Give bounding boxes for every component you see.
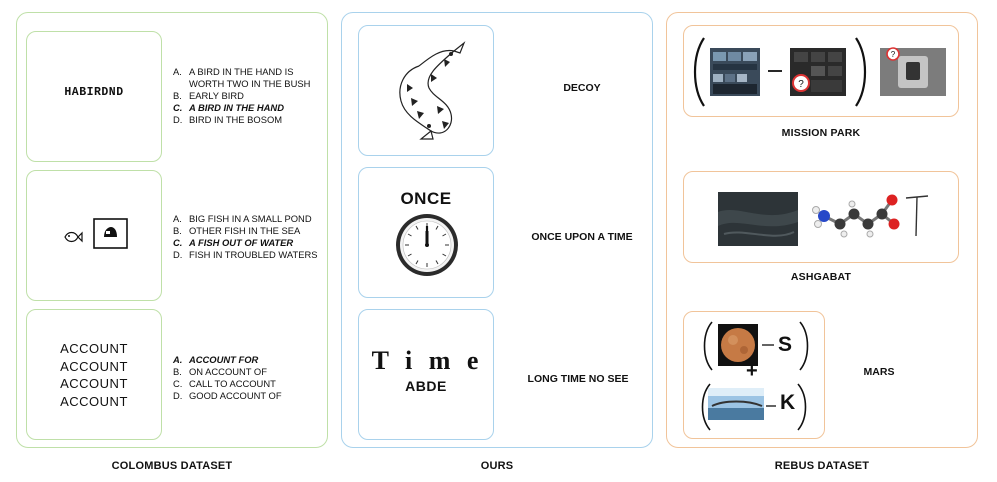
rebus-letter-s: S [778,333,793,356]
left-paren [694,37,705,107]
fish-icon [64,231,83,243]
gaba-molecule [812,194,900,238]
option-a-correct: A.ACCOUNT FOR [173,354,259,365]
account-stack: ACCOUNT ACCOUNT ACCOUNT ACCOUNT [27,340,161,410]
rebus-letter-k: K [780,391,796,414]
koi-fish-illustration [399,41,466,140]
mars-image [701,321,809,431]
ashgabat-image [718,192,929,246]
rebus-puzzle-card-3: S + K [683,311,825,439]
option-d: D.GOOD ACCOUNT OF [173,390,282,401]
account-line-2: ACCOUNT [60,358,128,374]
caption-ours: OURS [480,460,514,472]
option-a: A.BIG FISH IN A SMALL POND [173,213,312,224]
option-d: D.BIRD IN THE BOSOM [173,114,283,125]
puzzle-word-time: T i m e [371,346,481,375]
svg-text:?: ? [891,50,896,59]
clock-icon [396,214,458,276]
ours-puzzle-card-3: T i m e ABDE [358,309,494,440]
colombus-puzzle-card-3: ACCOUNT ACCOUNT ACCOUNT ACCOUNT [26,309,162,440]
ours-puzzle-card-2: ONCE [358,167,494,298]
fish-body-outline [399,65,432,132]
ours-panel: DECOY ONCE [341,12,653,448]
colombus-panel: HABIRDND A.A BIRD IN THE HAND IS WORTH T… [16,12,328,448]
caption-rebus-dataset: REBUS DATASET [774,460,870,472]
rebus-puzzle-card-2 [683,171,959,263]
option-b: B.OTHER FISH IN THE SEA [173,225,301,236]
mission-park-image: ? ? [694,37,946,107]
ours-puzzle-card-1 [358,25,494,156]
svg-text:?: ? [798,79,804,90]
caption-colombus-dataset: COLOMBUS DATASET [111,460,233,472]
right-paren [855,37,866,107]
water-box [93,218,128,249]
option-b: B.ON ACCOUNT OF [173,366,267,377]
account-line-4: ACCOUNT [60,393,128,409]
colombus-options-2: A.BIG FISH IN A SMALL POND B.OTHER FISH … [173,213,329,261]
answer-ashgabat: ASHGABAT [790,271,852,283]
puzzle-word-once: ONCE [400,189,452,208]
option-a: A.A BIRD IN THE HAND IS WORTH TWO IN THE… [173,66,311,89]
option-b: B.EARLY BIRD [173,90,244,101]
colombus-puzzle-card-2 [26,170,162,301]
answer-once-upon-a-time: ONCE UPON A TIME [531,231,633,243]
plus-sign: + [746,360,758,382]
account-line-1: ACCOUNT [60,341,128,356]
water-icon [104,227,117,237]
answer-decoy: DECOY [563,82,601,94]
option-d: D.FISH IN TROUBLED WATERS [173,249,318,260]
puzzle-sub-abde: ABDE [405,378,447,394]
puzzle-text-habirdnd: HABIRDND [64,86,124,99]
rebus-puzzle-card-1: ? ? [683,25,959,117]
account-line-3: ACCOUNT [60,376,128,391]
colombus-options-3: A.ACCOUNT FOR B.ON ACCOUNT OF C.CALL TO … [173,354,329,402]
option-c: C.CALL TO ACCOUNT [173,378,276,389]
rebus-panel: ? ? MISSION PARK [666,12,978,448]
answer-mission-park: MISSION PARK [781,127,861,139]
option-c-correct: C.A FISH OUT OF WATER [173,237,294,248]
fish-puzzle-image [64,218,128,249]
letter-t-drawing [905,195,929,237]
answer-long-time-no-see: LONG TIME NO SEE [527,373,629,385]
colombus-options-1: A.A BIRD IN THE HAND IS WORTH TWO IN THE… [173,66,329,126]
answer-mars: MARS [863,366,895,378]
colombus-puzzle-card-1: HABIRDND [26,31,162,162]
option-c-correct: C.A BIRD IN THE HAND [173,102,284,113]
